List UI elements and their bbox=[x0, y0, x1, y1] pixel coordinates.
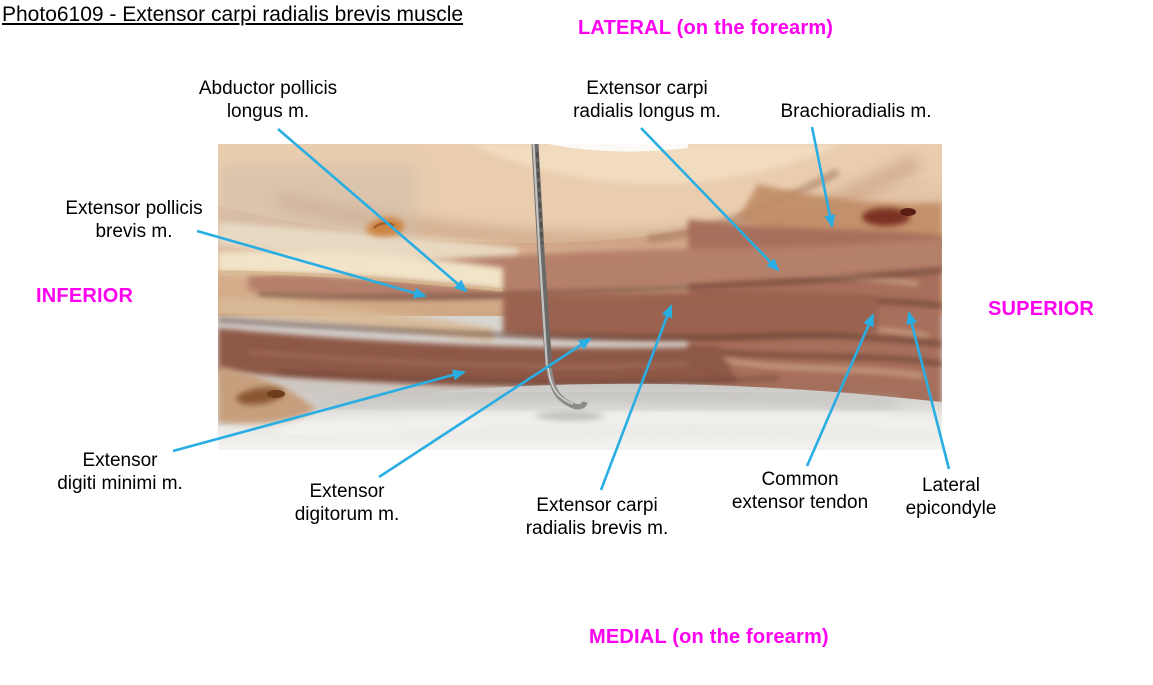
label-line: epicondyle bbox=[905, 498, 997, 519]
label-line: longus m. bbox=[226, 101, 310, 122]
label-extensor-carpi-radialis-longus: Extensor carpi radialis longus m. bbox=[573, 77, 721, 123]
label-line: Extensor pollicis bbox=[65, 198, 203, 219]
label-line: digitorum m. bbox=[294, 504, 400, 525]
muscle-crevice bbox=[218, 318, 942, 346]
label-brachioradialis: Brachioradialis m. bbox=[781, 100, 932, 123]
orientation-label-inferior: INFERIOR bbox=[36, 285, 134, 307]
label-line: radialis brevis m. bbox=[525, 518, 669, 539]
label-line: radialis longus m. bbox=[573, 101, 721, 122]
label-line: extensor tendon bbox=[731, 492, 869, 513]
label-extensor-digitorum: Extensor digitorum m. bbox=[295, 480, 400, 526]
muscle-crevice bbox=[257, 268, 942, 300]
figure-title: Photo6109 - Extensor carpi radialis brev… bbox=[2, 3, 464, 26]
blood-spot bbox=[900, 208, 916, 216]
label-line: Lateral bbox=[921, 475, 981, 496]
label-lateral-epicondyle: Lateral epicondyle bbox=[906, 474, 997, 520]
label-line: Extensor bbox=[309, 481, 385, 502]
label-line: Extensor carpi bbox=[536, 495, 658, 516]
label-line: Extensor carpi bbox=[586, 78, 708, 99]
label-line: Common bbox=[761, 469, 839, 490]
probe-rod-highlight bbox=[532, 144, 549, 369]
muscle-band-ecrb bbox=[503, 291, 878, 341]
label-extensor-pollicis-brevis: Extensor pollicis brevis m. bbox=[65, 197, 202, 243]
label-line: Abductor pollicis bbox=[198, 78, 338, 99]
tissue-dark-spot-core bbox=[267, 390, 285, 398]
label-line: brevis m. bbox=[95, 221, 173, 242]
probe-shadow bbox=[536, 411, 604, 421]
label-common-extensor-tendon: Common extensor tendon bbox=[732, 468, 868, 514]
orientation-label-superior: SUPERIOR bbox=[988, 298, 1095, 320]
label-extensor-digiti-minimi: Extensor digiti minimi m. bbox=[57, 449, 183, 495]
label-line: Extensor bbox=[82, 450, 158, 471]
blood-patch bbox=[862, 208, 910, 226]
specimen-photo bbox=[218, 144, 942, 450]
label-line: Brachioradialis m. bbox=[780, 101, 932, 122]
label-extensor-carpi-radialis-brevis: Extensor carpi radialis brevis m. bbox=[526, 494, 669, 540]
label-abductor-pollicis-longus: Abductor pollicis longus m. bbox=[199, 77, 337, 123]
probe-rod bbox=[531, 144, 553, 371]
probe-texture bbox=[535, 151, 544, 245]
label-line: digiti minimi m. bbox=[57, 473, 183, 494]
orientation-label-medial: MEDIAL (on the forearm) bbox=[589, 626, 829, 648]
orientation-label-lateral: LATERAL (on the forearm) bbox=[578, 17, 834, 39]
